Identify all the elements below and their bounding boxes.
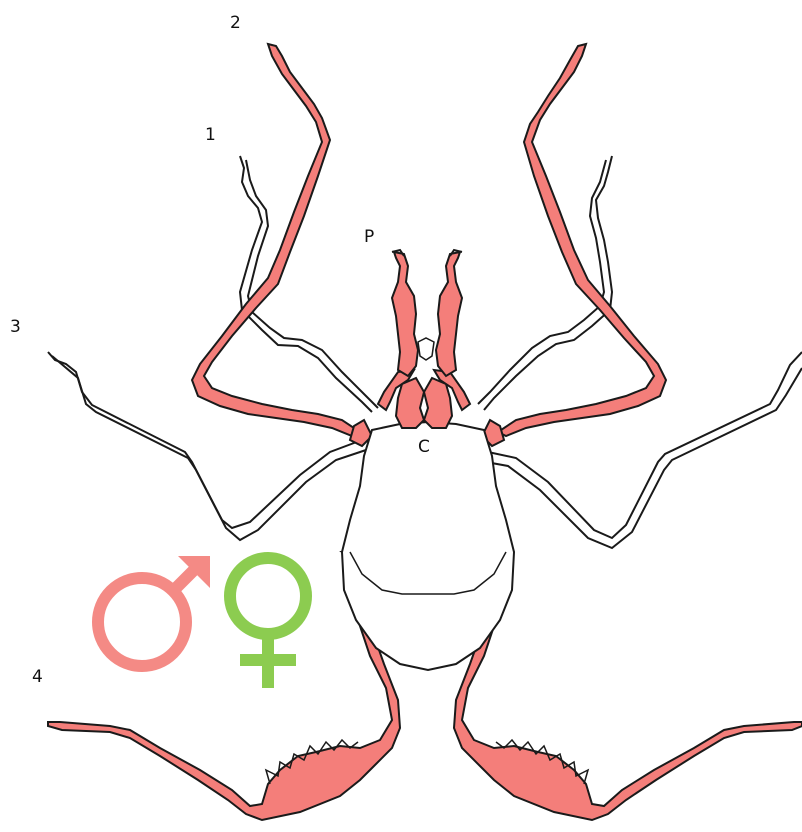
leg-3-right — [486, 352, 802, 548]
male-symbol-icon — [98, 556, 210, 666]
pedipalp-joint — [418, 338, 434, 360]
pedipalp-right[interactable] — [436, 250, 462, 376]
label-pedipalp: P — [364, 227, 374, 247]
pedipalp-left[interactable] — [392, 250, 418, 376]
chelicera-left[interactable] — [378, 370, 424, 428]
leg-2-right[interactable] — [498, 44, 666, 436]
label-chelicera: C — [418, 437, 430, 457]
label-leg-2: 2 — [230, 13, 241, 33]
label-leg-4: 4 — [32, 667, 43, 687]
chelicera-right[interactable] — [424, 370, 470, 428]
label-leg-3: 3 — [10, 317, 21, 337]
body — [342, 422, 514, 670]
female-symbol-icon — [230, 558, 306, 688]
label-leg-1: 1 — [205, 125, 216, 145]
